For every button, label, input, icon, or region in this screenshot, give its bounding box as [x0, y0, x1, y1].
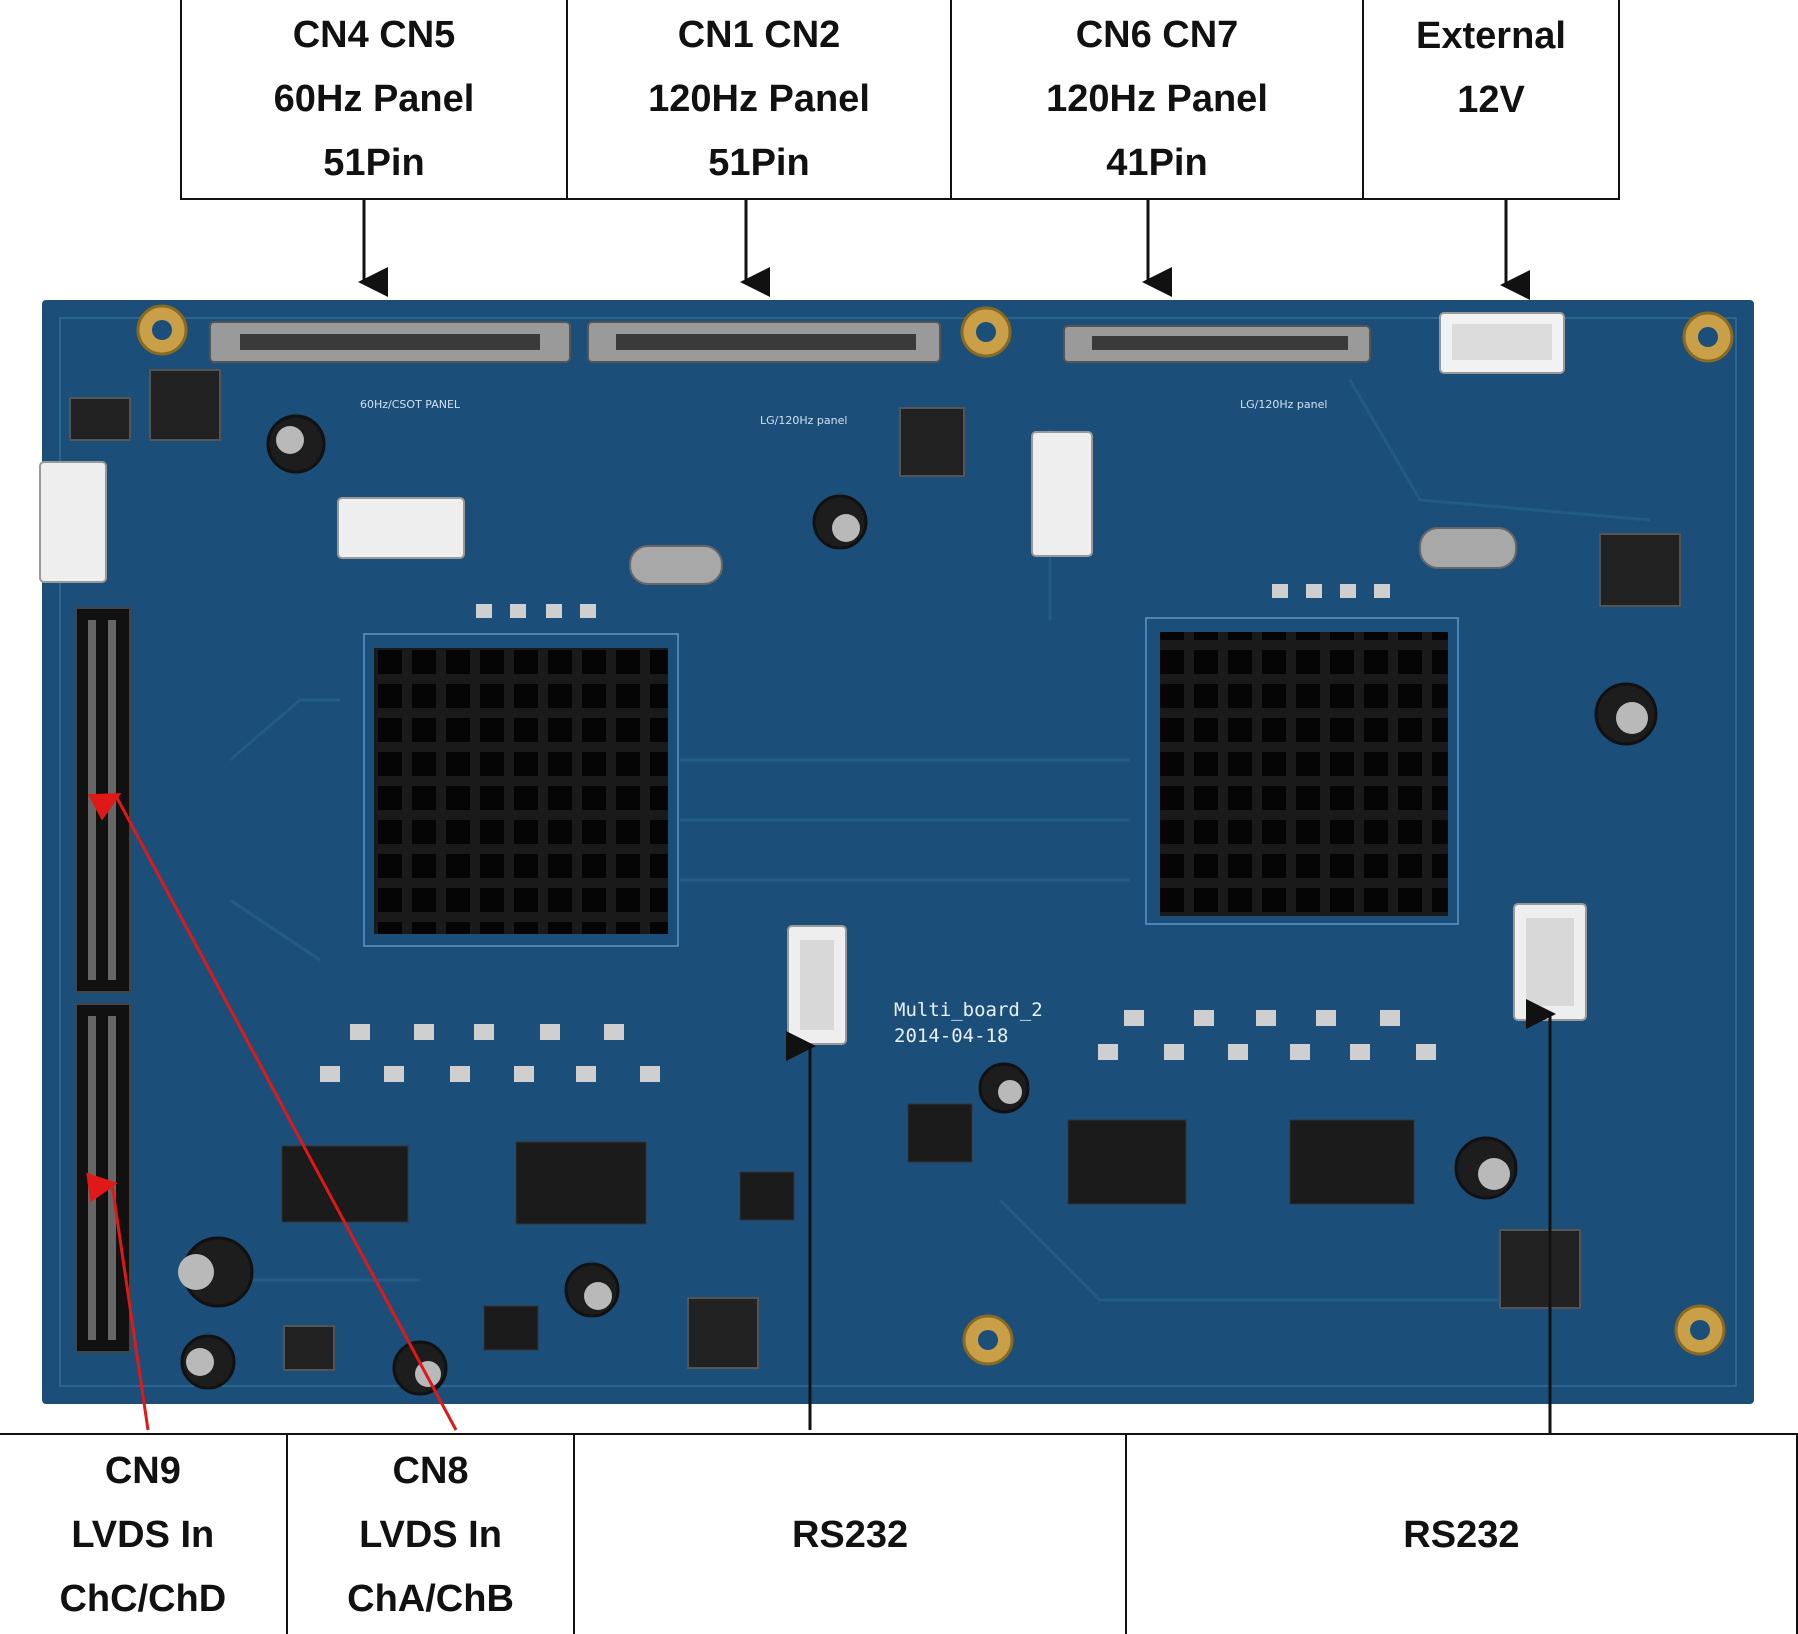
- chip: [515, 1141, 647, 1225]
- silkscreen-panel-right: LG/120Hz panel: [1240, 398, 1327, 411]
- label-line: LVDS In: [71, 1513, 215, 1556]
- label-external-12v: External 12V: [1364, 0, 1618, 198]
- label-cn9: CN9 LVDS In ChC/ChD: [0, 1435, 288, 1634]
- connector-cn6-cn7: [1063, 325, 1371, 363]
- label-line: 60Hz Panel: [273, 78, 475, 120]
- label-line: CN8: [392, 1449, 469, 1492]
- connector-white: [39, 461, 107, 583]
- bottom-label-table: CN9 LVDS In ChC/ChD CN8 LVDS In ChA/ChB …: [0, 1433, 1798, 1634]
- label-line: CN4 CN5: [292, 14, 456, 56]
- label-cn8: CN8 LVDS In ChA/ChB: [288, 1435, 576, 1634]
- label-line: 12V: [1457, 79, 1525, 121]
- label-cn1-cn2: CN1 CN2 120Hz Panel 51Pin: [568, 0, 952, 198]
- label-line: 120Hz Panel: [1046, 78, 1268, 120]
- label-cn4-cn5: CN4 CN5 60Hz Panel 51Pin: [182, 0, 568, 198]
- silkscreen-board-name: Multi_board_2: [894, 999, 1043, 1021]
- heatsink-left: [374, 648, 668, 934]
- inductor: [149, 369, 221, 441]
- chip: [281, 1145, 409, 1223]
- crystal: [629, 545, 723, 585]
- label-rs232-left: RS232: [575, 1435, 1127, 1634]
- heatsink-right: [1160, 632, 1448, 916]
- label-line: CN9: [104, 1449, 181, 1492]
- silkscreen-panel-left: 60Hz/CSOT PANEL: [360, 398, 461, 411]
- connector-cn1-cn2: [587, 321, 941, 363]
- label-line: CN1 CN2: [677, 14, 841, 56]
- connector-white: [1031, 431, 1093, 557]
- chip: [483, 1305, 539, 1351]
- regulator: [283, 1325, 335, 1371]
- label-line: 41Pin: [1106, 142, 1208, 184]
- chip: [907, 1103, 973, 1163]
- chip: [1289, 1119, 1415, 1205]
- label-line: LVDS In: [359, 1513, 502, 1556]
- label-rs232-right: RS232: [1127, 1435, 1796, 1634]
- label-line: External: [1416, 15, 1566, 57]
- inductor: [899, 407, 965, 477]
- header-cn8: [75, 607, 131, 993]
- header-cn9: [75, 1003, 131, 1353]
- label-line: 51Pin: [708, 142, 810, 184]
- label-line: 51Pin: [323, 142, 425, 184]
- top-label-table: CN4 CN5 60Hz Panel 51Pin CN1 CN2 120Hz P…: [180, 0, 1620, 200]
- label-line: ChC/ChD: [59, 1577, 227, 1620]
- inductor: [1599, 533, 1681, 607]
- label-line: 120Hz Panel: [648, 78, 870, 120]
- label-line: RS232: [791, 1513, 909, 1556]
- inductor: [687, 1297, 759, 1369]
- label-line: RS232: [1403, 1513, 1520, 1556]
- crystal: [1419, 527, 1517, 569]
- connector-cn4-cn5: [209, 321, 571, 363]
- inductor: [1499, 1229, 1581, 1309]
- regulator: [69, 397, 131, 441]
- silkscreen-board-date: 2014-04-18: [894, 1025, 1008, 1047]
- label-line: ChA/ChB: [347, 1577, 514, 1620]
- arrow-cn8: [87, 793, 458, 1431]
- label-line: CN6 CN7: [1075, 14, 1239, 56]
- label-cn6-cn7: CN6 CN7 120Hz Panel 41Pin: [952, 0, 1364, 198]
- arrow-cn9: [86, 1172, 150, 1431]
- connector-white: [337, 497, 465, 559]
- chip: [1067, 1119, 1187, 1205]
- silkscreen-panel-mid: LG/120Hz panel: [760, 414, 847, 427]
- chip: [739, 1171, 795, 1221]
